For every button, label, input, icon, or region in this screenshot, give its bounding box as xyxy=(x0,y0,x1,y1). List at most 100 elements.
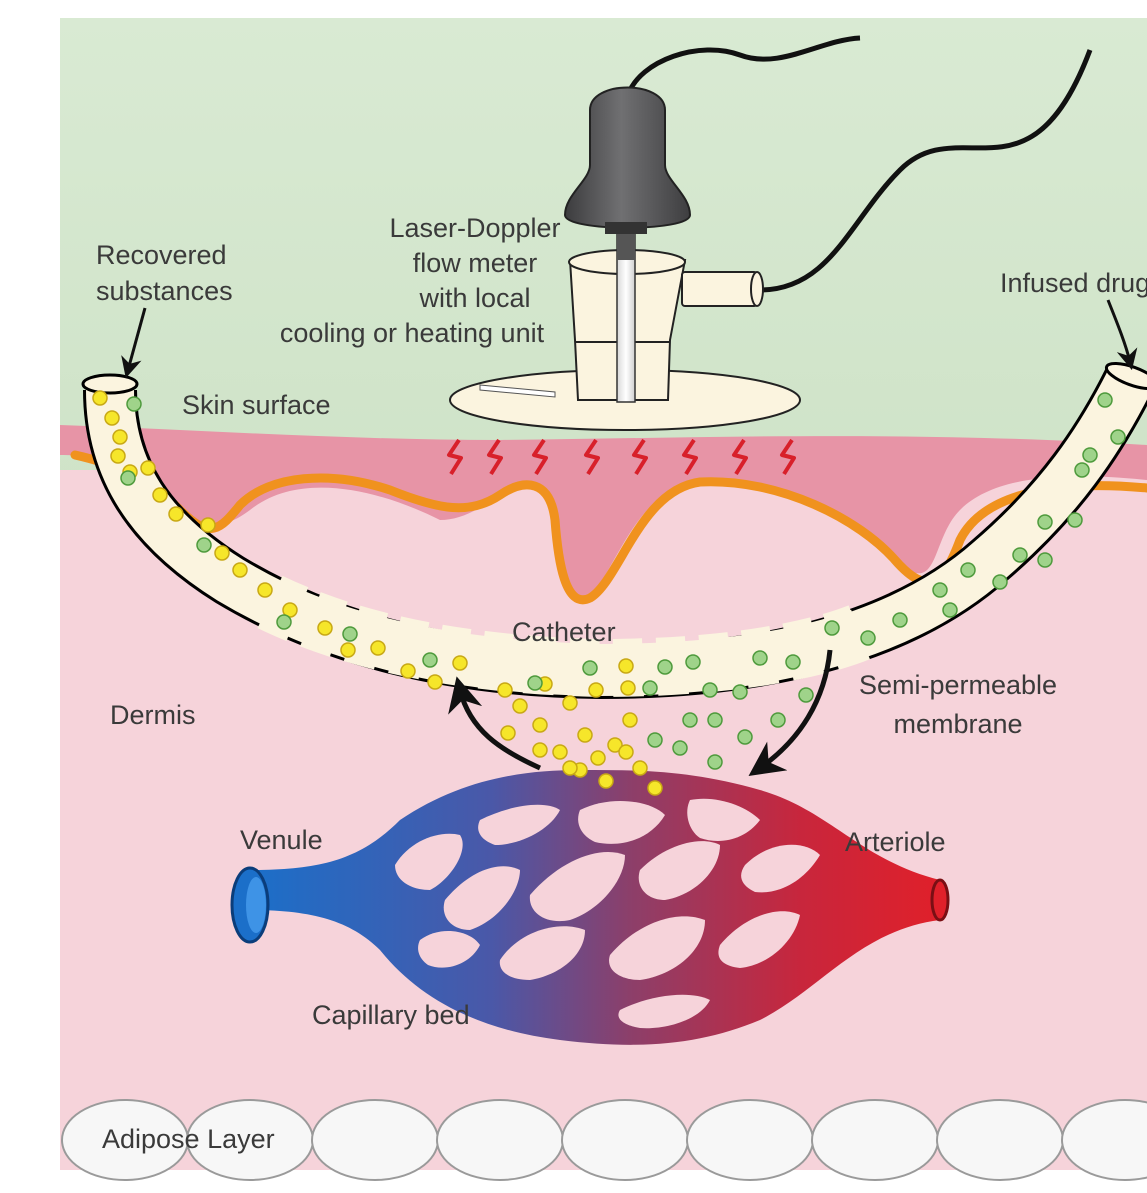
infused-drug-label: Infused drug xyxy=(1000,268,1147,298)
infused-drug-dot xyxy=(738,730,752,744)
infused-drug-dot xyxy=(1075,463,1089,477)
infused-drug-dot xyxy=(343,627,357,641)
infused-drug-dot xyxy=(1038,553,1052,567)
infused-drug-dot xyxy=(686,655,700,669)
infused-drug-dot xyxy=(127,397,141,411)
adipose-cell xyxy=(437,1100,563,1180)
infused-drug-dot xyxy=(648,733,662,747)
recovered-substance-dot xyxy=(318,621,332,635)
infused-drug-dot xyxy=(658,660,672,674)
recovered-substance-dot xyxy=(215,546,229,560)
laser-doppler-label-line2: flow meter xyxy=(413,248,538,278)
recovered-substance-dot xyxy=(233,563,247,577)
infused-drug-dot xyxy=(933,583,947,597)
recovered-substance-dot xyxy=(105,411,119,425)
recovered-substance-dot xyxy=(258,583,272,597)
infused-drug-dot xyxy=(528,676,542,690)
recovered-substance-dot xyxy=(648,781,662,795)
laser-doppler-label-line3: with local xyxy=(418,283,530,313)
heating-unit-port xyxy=(682,272,757,306)
infused-drug-dot xyxy=(1098,393,1112,407)
infused-drug-dot xyxy=(703,683,717,697)
recovered-substance-dot xyxy=(428,675,442,689)
recovered-substance-dot xyxy=(513,699,527,713)
recovered-substance-dot xyxy=(591,751,605,765)
recovered-substance-dot xyxy=(201,518,215,532)
recovered-substance-dot xyxy=(153,488,167,502)
adipose-cell xyxy=(687,1100,813,1180)
adipose-layer-label: Adipose Layer xyxy=(102,1124,275,1154)
recovered-substance-dot xyxy=(371,641,385,655)
recovered-substance-dot xyxy=(501,726,515,740)
capillary-bed-label: Capillary bed xyxy=(312,1000,470,1030)
recovered-label-line2: substances xyxy=(96,276,233,306)
recovered-substance-dot xyxy=(621,681,635,695)
recovered-substance-dot xyxy=(599,774,613,788)
catheter-label: Catheter xyxy=(512,617,616,647)
recovered-substance-dot xyxy=(169,507,183,521)
infused-drug-dot xyxy=(786,655,800,669)
recovered-substance-dot xyxy=(141,461,155,475)
infused-drug-dot xyxy=(733,685,747,699)
infused-drug-dot xyxy=(1013,548,1027,562)
catheter-outlet-end xyxy=(83,375,137,393)
recovered-substance-dot xyxy=(563,761,577,775)
arteriole-label: Arteriole xyxy=(845,827,946,857)
infused-drug-dot xyxy=(1111,430,1125,444)
adipose-cell xyxy=(562,1100,688,1180)
membrane-label-line1: Semi-permeable xyxy=(859,670,1057,700)
laser-doppler-label-line4: cooling or heating unit xyxy=(280,318,545,348)
infused-drug-dot xyxy=(771,713,785,727)
infused-drug-dot xyxy=(423,653,437,667)
infused-drug-dot xyxy=(121,471,135,485)
recovered-substance-dot xyxy=(553,745,567,759)
adipose-cell xyxy=(312,1100,438,1180)
adipose-cell xyxy=(812,1100,938,1180)
recovered-substance-dot xyxy=(589,683,603,697)
infused-drug-dot xyxy=(683,713,697,727)
infused-drug-dot xyxy=(825,621,839,635)
laser-doppler-label-line1: Laser-Doppler xyxy=(389,213,560,243)
recovered-substance-dot xyxy=(533,743,547,757)
arteriole-opening xyxy=(932,880,948,920)
infused-drug-dot xyxy=(893,613,907,627)
membrane-label-line2: membrane xyxy=(893,709,1022,739)
venule-label: Venule xyxy=(240,825,323,855)
recovered-substance-dot xyxy=(341,643,355,657)
infused-drug-dot xyxy=(673,741,687,755)
infused-drug-dot xyxy=(799,688,813,702)
skin-surface-label: Skin surface xyxy=(182,390,331,420)
recovered-substance-dot xyxy=(113,430,127,444)
recovered-substance-dot xyxy=(623,713,637,727)
infused-drug-dot xyxy=(708,755,722,769)
infused-drug-dot xyxy=(943,603,957,617)
infused-drug-dot xyxy=(1068,513,1082,527)
infused-drug-dot xyxy=(1038,515,1052,529)
recovered-substance-dot xyxy=(619,659,633,673)
dermis-label: Dermis xyxy=(110,700,196,730)
recovered-substance-dot xyxy=(498,683,512,697)
infused-drug-dot xyxy=(861,631,875,645)
recovered-substance-dot xyxy=(401,664,415,678)
infused-drug-dot xyxy=(643,681,657,695)
recovered-substance-dot xyxy=(578,728,592,742)
recovered-label-line1: Recovered xyxy=(96,240,227,270)
infused-drug-dot xyxy=(993,575,1007,589)
infused-drug-dot xyxy=(583,661,597,675)
infused-drug-dot xyxy=(197,538,211,552)
infused-drug-dot xyxy=(708,713,722,727)
infused-drug-dot xyxy=(753,651,767,665)
adipose-cell xyxy=(937,1100,1063,1180)
infused-drug-dot xyxy=(961,563,975,577)
recovered-substance-dot xyxy=(111,449,125,463)
recovered-substance-dot xyxy=(453,656,467,670)
recovered-substance-dot xyxy=(619,745,633,759)
infused-drug-dot xyxy=(277,615,291,629)
recovered-substance-dot xyxy=(533,718,547,732)
recovered-substance-dot xyxy=(633,761,647,775)
recovered-substance-dot xyxy=(93,391,107,405)
infused-drug-dot xyxy=(1083,448,1097,462)
recovered-substance-dot xyxy=(563,696,577,710)
